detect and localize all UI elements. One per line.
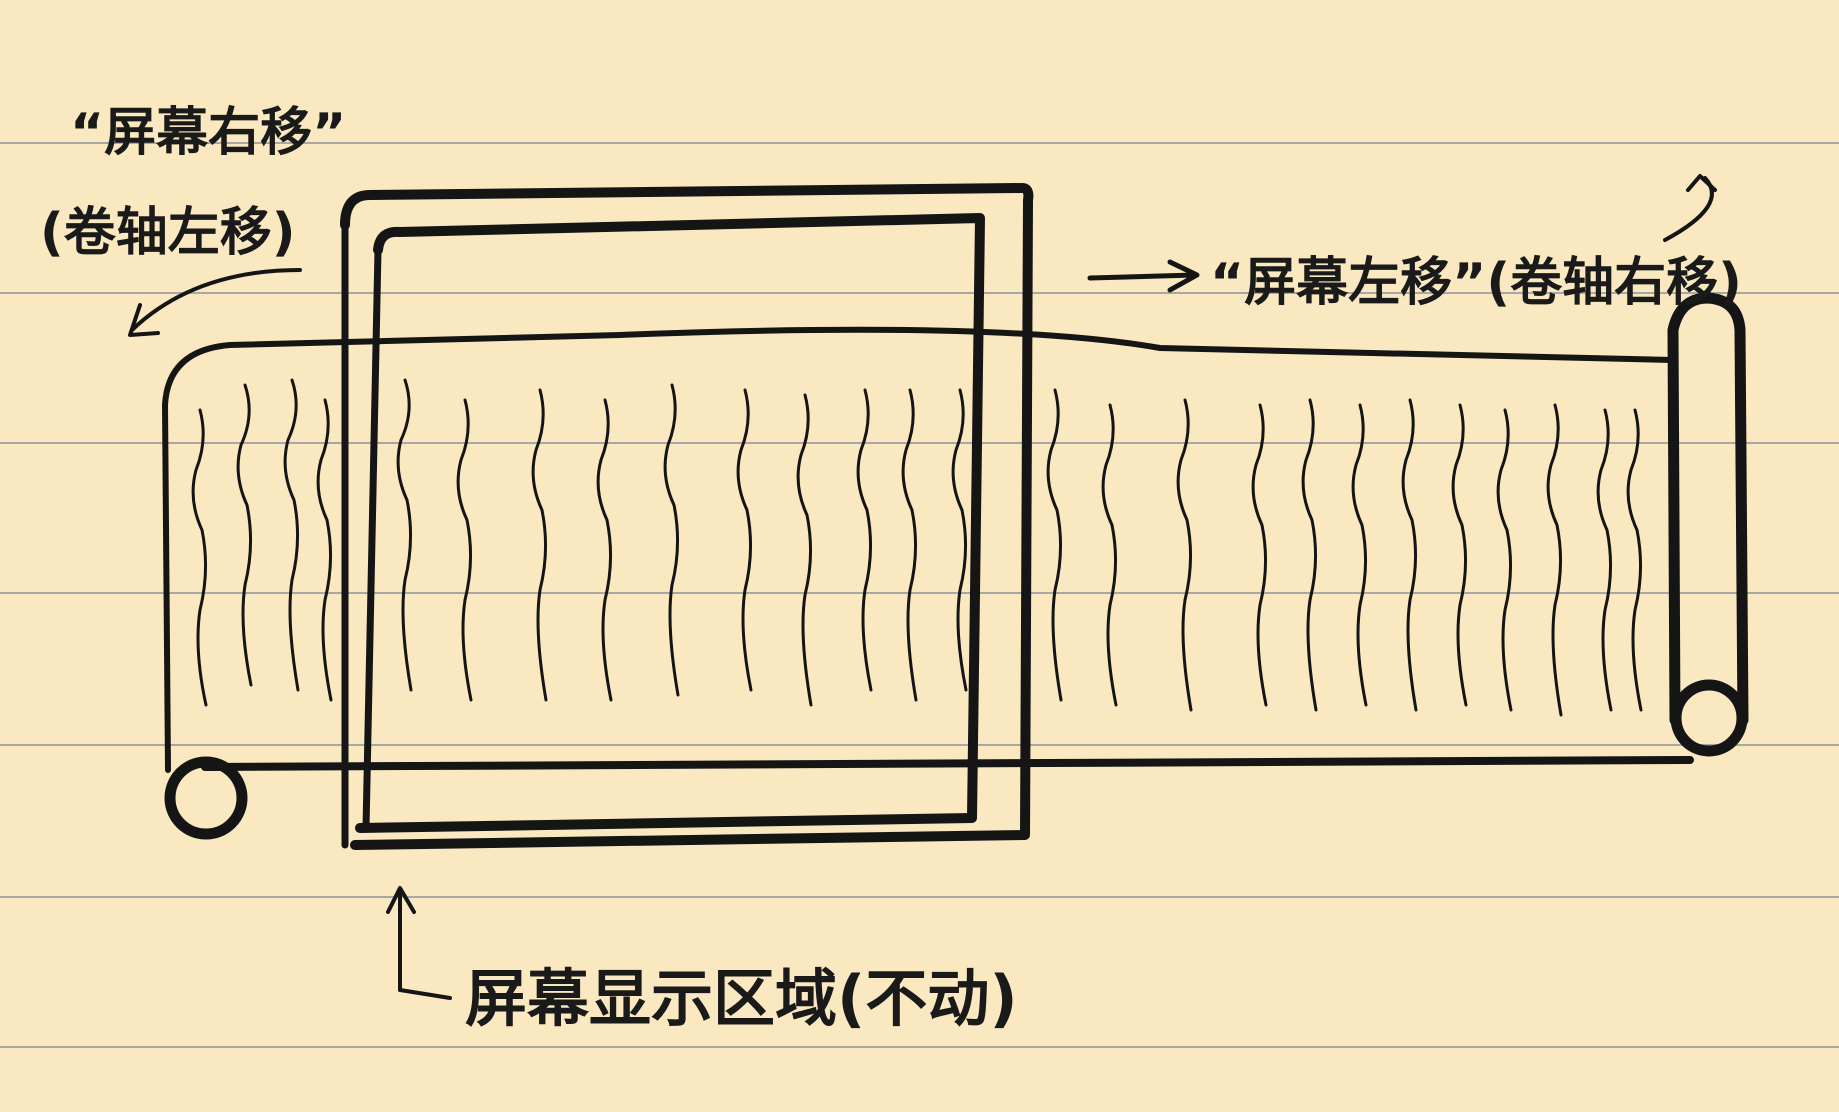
curved-arrow-up-icon	[1663, 174, 1717, 242]
screen-frame-outer	[340, 183, 1034, 850]
label-screen-left: “屏幕左移”(卷轴右移)	[1210, 253, 1742, 313]
label-screen-right: “屏幕右移”	[70, 103, 346, 163]
arrow-up-icon	[386, 886, 452, 1000]
right-roller-icon	[1667, 292, 1749, 757]
curved-arrow-left-icon	[128, 268, 302, 337]
left-roller-icon	[164, 756, 248, 840]
arrow-right-icon	[1087, 259, 1200, 293]
screen-frame-inner	[355, 213, 985, 833]
label-scroll-left: (卷轴左移)	[40, 203, 296, 263]
scroll-paper	[162, 326, 1694, 773]
ruled-lines	[0, 142, 1839, 1048]
scroll-text-squiggles	[191, 378, 1643, 717]
label-screen-area: 屏幕显示区域(不动)	[465, 962, 1018, 1035]
